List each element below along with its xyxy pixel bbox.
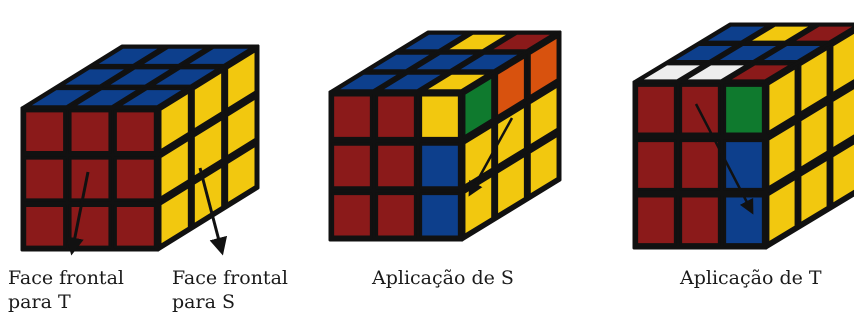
cube-after-t-right-sticker-1-0 bbox=[766, 120, 798, 190]
cube-after-t-front-sticker-0-0 bbox=[635, 83, 677, 136]
cube-after-t-front-sticker-1-2 bbox=[723, 139, 765, 191]
arrow-front-s bbox=[198, 167, 228, 256]
caption-front-s-line1: Face frontal bbox=[172, 267, 288, 289]
caption-front-s: Face frontal para S bbox=[172, 266, 288, 314]
cube-after-t-right-sticker-0-2 bbox=[830, 30, 854, 96]
initial-cube-front-sticker-0-2 bbox=[113, 109, 157, 154]
caption-apply-s: Aplicação de S bbox=[372, 267, 514, 289]
cube-after-t-top-sticker-0-1 bbox=[745, 23, 815, 44]
caption-front-s-line2: para S bbox=[172, 291, 235, 313]
initial-cube-right-sticker-1-1 bbox=[191, 116, 225, 180]
initial-cube-front-sticker-1-2 bbox=[113, 156, 157, 202]
cube-after-t-right-sticker-2-0 bbox=[766, 176, 798, 246]
cube-after-s-top-sticker-1-0 bbox=[365, 51, 437, 73]
cube-after-s-front-sticker-0-2 bbox=[419, 93, 461, 140]
initial-cube bbox=[20, 44, 260, 252]
initial-cube-right-sticker-0-2 bbox=[225, 48, 258, 112]
caption-front-t-line1: Face frontal bbox=[8, 267, 124, 289]
initial-cube-right-sticker-0-0 bbox=[158, 89, 191, 153]
arrow-t-rotation bbox=[694, 103, 754, 215]
cube-after-s-right-sticker-0-0 bbox=[462, 74, 495, 139]
initial-cube-front-sticker-0-1 bbox=[68, 109, 112, 154]
initial-cube-top-sticker-0-1 bbox=[137, 45, 210, 67]
cube-after-s-top-sticker-0-0 bbox=[398, 31, 469, 53]
arrow-s-rotation bbox=[468, 117, 514, 197]
initial-cube-front-sticker-1-1 bbox=[68, 156, 112, 202]
initial-cube-front-sticker-2-2 bbox=[113, 204, 157, 249]
cube-after-s-front-sticker-0-1 bbox=[375, 93, 417, 140]
initial-cube-right-sticker-2-2 bbox=[225, 143, 258, 207]
cube-after-t-front-sticker-2-0 bbox=[635, 194, 677, 247]
initial-cube-front-sticker-1-0 bbox=[23, 156, 67, 202]
cube-after-s-front-sticker-1-0 bbox=[331, 142, 373, 190]
initial-cube-front-sticker-0-0 bbox=[23, 109, 67, 154]
initial-cube-right-sticker-2-0 bbox=[158, 184, 191, 248]
initial-cube-top-sticker-0-0 bbox=[91, 45, 165, 67]
cube-after-s-right-sticker-0-1 bbox=[495, 54, 527, 119]
cube-after-s-top-sticker-1-1 bbox=[409, 51, 481, 73]
cube-after-s-front-sticker-2-0 bbox=[331, 192, 373, 239]
cube-after-t-right-sticker-2-2 bbox=[830, 141, 854, 207]
cube-after-t-right-sticker-2-1 bbox=[798, 156, 830, 226]
cube-after-s-front-sticker-1-2 bbox=[419, 142, 461, 190]
cube-after-t-top-sticker-1-0 bbox=[669, 42, 739, 64]
cube-after-t bbox=[632, 22, 854, 250]
initial-cube-top-sticker-1-0 bbox=[58, 66, 131, 88]
initial-cube-right-sticker-1-0 bbox=[158, 137, 191, 201]
cube-after-s-right-sticker-0-2 bbox=[527, 34, 560, 99]
cube-after-s-right-sticker-1-0 bbox=[462, 123, 495, 189]
cube-after-t-top-sticker-0-0 bbox=[701, 23, 771, 44]
cube-after-s-right-sticker-1-2 bbox=[527, 83, 560, 149]
cube-after-s-front-sticker-2-1 bbox=[375, 192, 417, 239]
cube-after-s-right-sticker-2-2 bbox=[527, 133, 560, 198]
cube-after-s-front-sticker-2-2 bbox=[419, 192, 461, 239]
cube-after-s-top-sticker-0-1 bbox=[442, 31, 513, 53]
caption-front-t: Face frontal para T bbox=[8, 266, 124, 314]
cube-after-s-right-sticker-1-1 bbox=[495, 103, 527, 169]
initial-cube-top-sticker-1-1 bbox=[103, 66, 177, 88]
cube-after-s-front-sticker-1-1 bbox=[375, 142, 417, 190]
cube-after-s bbox=[328, 30, 562, 242]
cube-after-t-front-sticker-2-1 bbox=[679, 194, 721, 247]
cube-after-t-right-sticker-0-1 bbox=[798, 46, 830, 116]
caption-front-t-line2: para T bbox=[8, 291, 71, 313]
cube-after-t-right-sticker-0-0 bbox=[766, 65, 798, 135]
caption-apply-t: Aplicação de T bbox=[680, 267, 822, 289]
initial-cube-front-sticker-2-0 bbox=[23, 204, 67, 249]
cube-after-t-right-sticker-1-1 bbox=[798, 101, 830, 171]
cube-after-t-top-sticker-1-1 bbox=[713, 42, 783, 64]
cube-after-s-front-sticker-0-0 bbox=[331, 93, 373, 140]
initial-cube-right-sticker-1-2 bbox=[225, 95, 258, 159]
cube-after-t-front-sticker-2-2 bbox=[723, 194, 765, 247]
cube-after-t-right-sticker-1-2 bbox=[830, 85, 854, 152]
arrow-front-t bbox=[65, 171, 90, 256]
initial-cube-right-sticker-0-1 bbox=[191, 69, 225, 133]
cube-after-t-front-sticker-0-2 bbox=[723, 83, 765, 136]
cube-after-t-front-sticker-1-1 bbox=[679, 139, 721, 191]
cube-after-t-front-sticker-1-0 bbox=[635, 139, 677, 191]
cube-after-s-right-sticker-2-1 bbox=[495, 153, 527, 218]
